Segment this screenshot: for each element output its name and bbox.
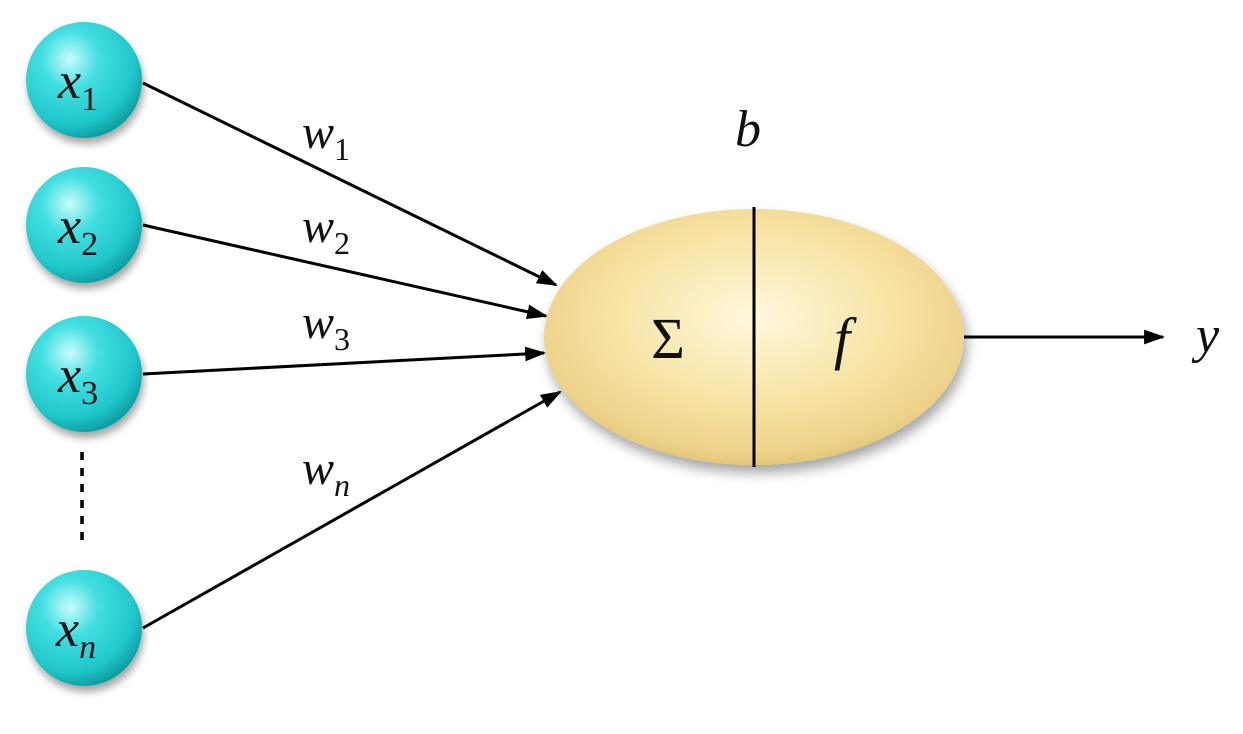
bias-label: b bbox=[735, 101, 761, 158]
summation-symbol: Σ bbox=[651, 306, 685, 371]
input-node-xn bbox=[26, 570, 142, 686]
output-label: y bbox=[1191, 307, 1220, 364]
weight-label-w1: w1 bbox=[302, 106, 350, 167]
weight-label-wn: wn bbox=[302, 442, 350, 503]
edge-x1 bbox=[142, 81, 558, 287]
weight-label-w3: w3 bbox=[302, 296, 350, 357]
input-label-x3: x3 bbox=[57, 347, 98, 412]
input-label-x1: x1 bbox=[57, 53, 98, 118]
input-node-x1 bbox=[26, 22, 142, 138]
input-node-x2-circle bbox=[26, 167, 142, 283]
edge-x2 bbox=[142, 223, 549, 320]
input-node-xn-circle bbox=[26, 570, 142, 686]
input-node-x3 bbox=[26, 316, 142, 432]
input-label-xn: xn bbox=[55, 601, 96, 666]
input-node-x3-circle bbox=[26, 316, 142, 432]
edge-x3 bbox=[142, 346, 547, 376]
edge-xn bbox=[142, 390, 562, 630]
weight-label-w2: w2 bbox=[302, 200, 350, 261]
input-node-x2 bbox=[26, 167, 142, 283]
input-label-x2: x2 bbox=[57, 198, 98, 263]
input-node-x1-circle bbox=[26, 22, 142, 138]
